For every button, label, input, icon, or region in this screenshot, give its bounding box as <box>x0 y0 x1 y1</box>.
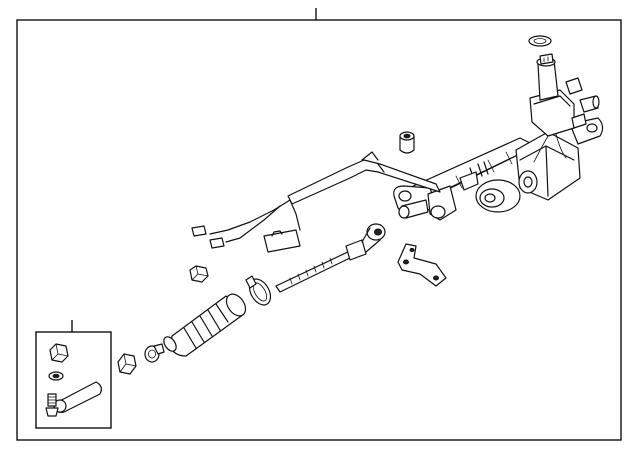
small-clamp <box>144 343 165 363</box>
mount-bushing <box>399 131 415 154</box>
boot-clamp <box>245 275 272 306</box>
tie-rod-end-kit-inset <box>35 331 112 429</box>
cap-nut <box>189 265 209 283</box>
outer-tie-rod-end <box>45 371 102 417</box>
bellows-boot <box>163 293 247 357</box>
mounting-bracket <box>397 243 447 287</box>
reservoir-cap-seal <box>528 35 552 47</box>
diagram-frame <box>16 19 622 441</box>
jam-nut <box>117 353 137 375</box>
steering-gear-assembly <box>393 53 604 221</box>
inner-tie-rod <box>275 223 386 293</box>
wiring-harness <box>191 151 441 253</box>
castle-nut <box>49 343 69 363</box>
